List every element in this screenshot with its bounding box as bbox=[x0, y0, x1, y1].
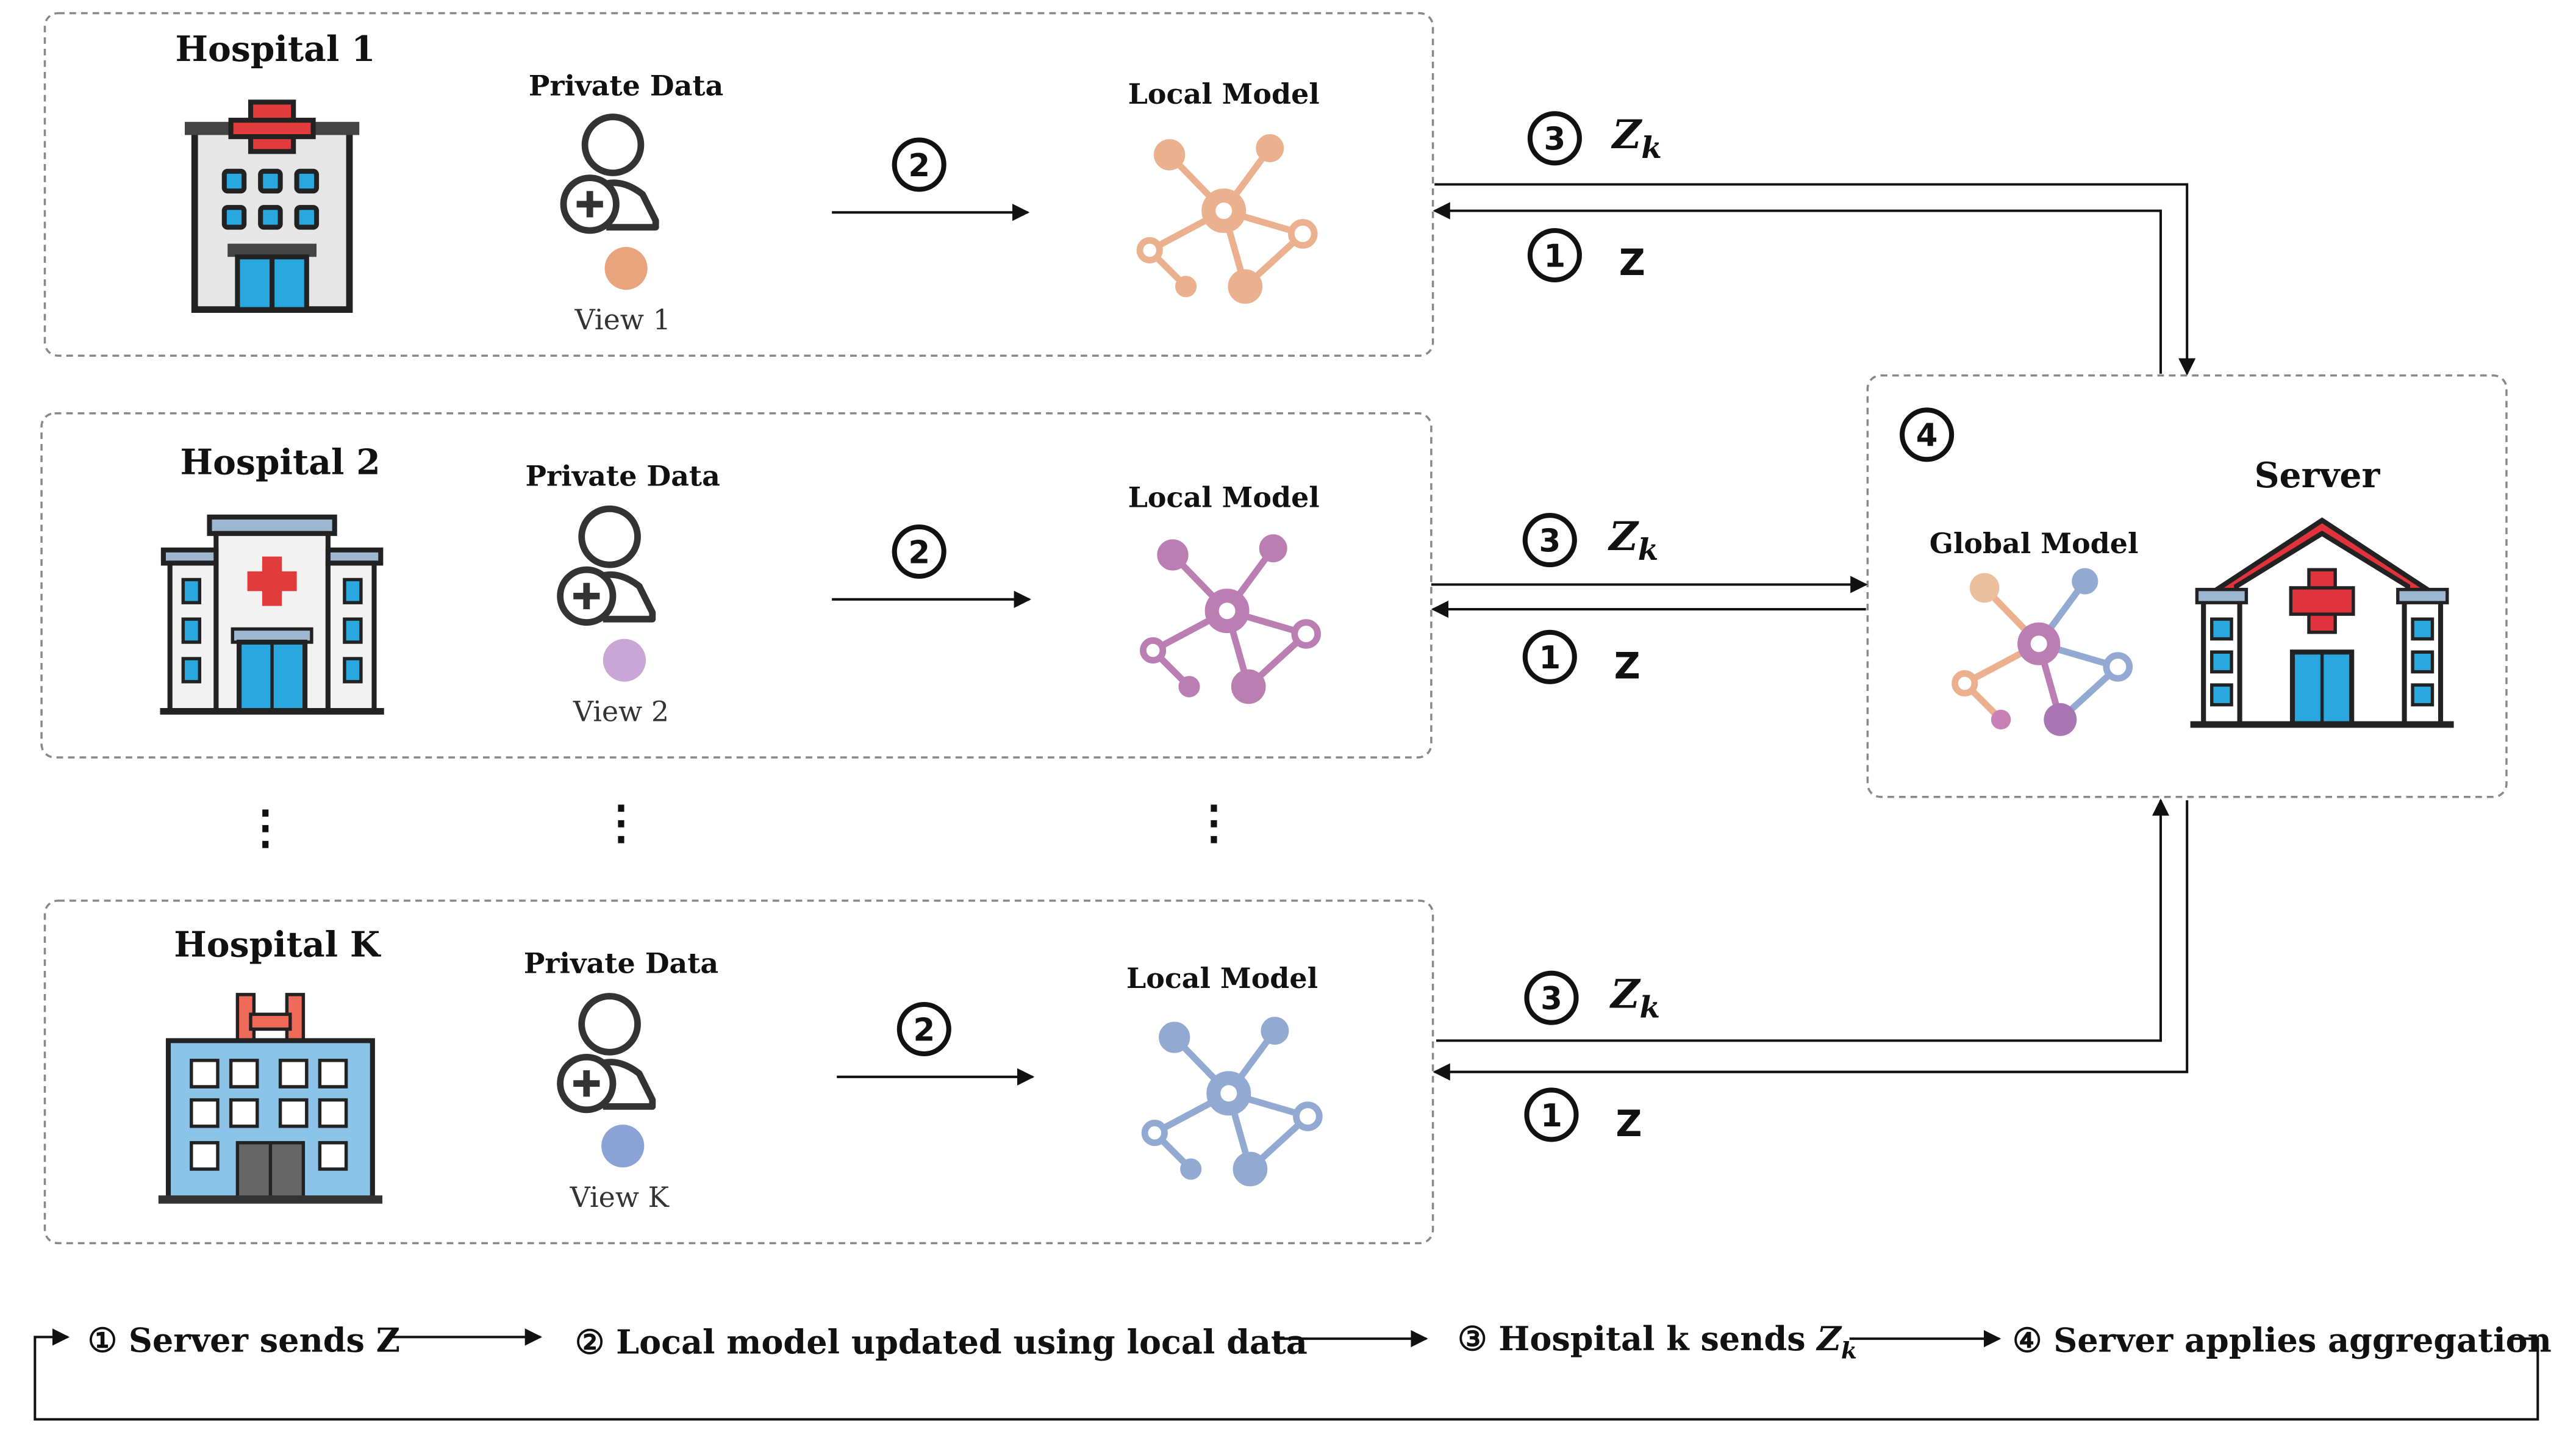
hospital-k-view-label: View K bbox=[570, 1181, 670, 1214]
hospital-k-panel: Hospital K Private Data View K 2 Local M… bbox=[43, 900, 1434, 1245]
hospital-k-title: Hospital K bbox=[174, 925, 382, 965]
step-2-badge bbox=[896, 1001, 951, 1057]
private-data-icon bbox=[564, 117, 656, 231]
hospital-2-panel: Hospital 2 Private Data View 2 2 Local M… bbox=[40, 412, 1433, 759]
local-model-network-icon bbox=[1140, 534, 1322, 704]
step-1-number: 1 bbox=[1544, 238, 1566, 274]
local-model-network-icon bbox=[1136, 134, 1318, 304]
communication-arrows bbox=[1431, 183, 2196, 1081]
ellipsis-private-data: ⋮ bbox=[598, 795, 645, 849]
hospital-wings-icon bbox=[160, 514, 384, 715]
server-panel: 4 Server Global Model bbox=[1866, 374, 2508, 798]
hospital-2-view-label: View 2 bbox=[573, 695, 669, 728]
step-2-number: 2 bbox=[908, 534, 930, 571]
hospital-2-model-label: Local Model bbox=[1128, 481, 1320, 514]
private-data-icon bbox=[560, 509, 653, 622]
hospital-2-title: Hospital 2 bbox=[181, 443, 381, 483]
step-1-number: 1 bbox=[1540, 1098, 1562, 1134]
step-4-number: 4 bbox=[1916, 418, 1938, 454]
legend-step-2: ② Local model updated using local data bbox=[575, 1322, 1308, 1361]
hospital-k-model-label: Local Model bbox=[1126, 962, 1318, 995]
hospital-1-view-label: View 1 bbox=[574, 303, 671, 336]
step-3-number: 3 bbox=[1539, 523, 1561, 560]
ellipsis-hospitals: ⋮ bbox=[243, 800, 289, 854]
global-model-label: Global Model bbox=[1930, 527, 2139, 560]
server-title: Server bbox=[2255, 456, 2381, 496]
step-2-badge bbox=[892, 524, 946, 579]
hospital-1-title: Hospital 1 bbox=[175, 29, 375, 70]
hospital-2-private-label: Private Data bbox=[526, 460, 720, 493]
zk-label: Zk bbox=[1609, 971, 1660, 1025]
zk-label: Zk bbox=[1608, 513, 1659, 567]
ellipsis-local-models: ⋮ bbox=[1191, 795, 1237, 849]
hospital-h-building-icon bbox=[158, 993, 382, 1204]
step-3-number: 3 bbox=[1540, 981, 1562, 1017]
z-label: Z bbox=[1614, 645, 1640, 687]
process-legend: ① Server sends Z ② Local model updated u… bbox=[34, 1319, 2552, 1421]
step-2-badge bbox=[892, 137, 946, 192]
hospital-k-private-label: Private Data bbox=[524, 947, 718, 980]
step-2-number: 2 bbox=[913, 1012, 935, 1048]
hospital-1-model-label: Local Model bbox=[1128, 77, 1320, 110]
z-label: Z bbox=[1615, 1103, 1642, 1145]
step-4-badge bbox=[1900, 407, 1955, 462]
legend-step-3: ③ Hospital k sends Zk bbox=[1458, 1319, 1857, 1364]
view-1-dot bbox=[604, 247, 648, 290]
step-2-number: 2 bbox=[908, 148, 930, 184]
legend-step-1: ① Server sends Z bbox=[88, 1321, 400, 1360]
hospital-1-panel: Hospital 1 Private Data View 1 2 Local M… bbox=[43, 12, 1434, 357]
step-1-number: 1 bbox=[1539, 640, 1561, 676]
private-data-icon bbox=[560, 996, 653, 1110]
z-label: Z bbox=[1619, 242, 1645, 284]
hospital-red-cross-icon bbox=[185, 99, 360, 313]
step-3-number: 3 bbox=[1544, 121, 1566, 158]
legend-step-4: ④ Server applies aggregation bbox=[2012, 1321, 2552, 1360]
arrow-labels: 3 Zk 1 Z 3 Zk 1 Z 3 Zk 1 Z bbox=[1522, 111, 1662, 1145]
view-2-dot bbox=[603, 639, 646, 682]
server-hospital-icon bbox=[2190, 517, 2454, 728]
hospital-1-private-label: Private Data bbox=[529, 70, 723, 102]
view-k-dot bbox=[601, 1125, 645, 1168]
local-model-network-icon bbox=[1141, 1017, 1323, 1187]
zk-label: Zk bbox=[1611, 112, 1662, 165]
global-model-network-icon bbox=[1952, 568, 2133, 736]
